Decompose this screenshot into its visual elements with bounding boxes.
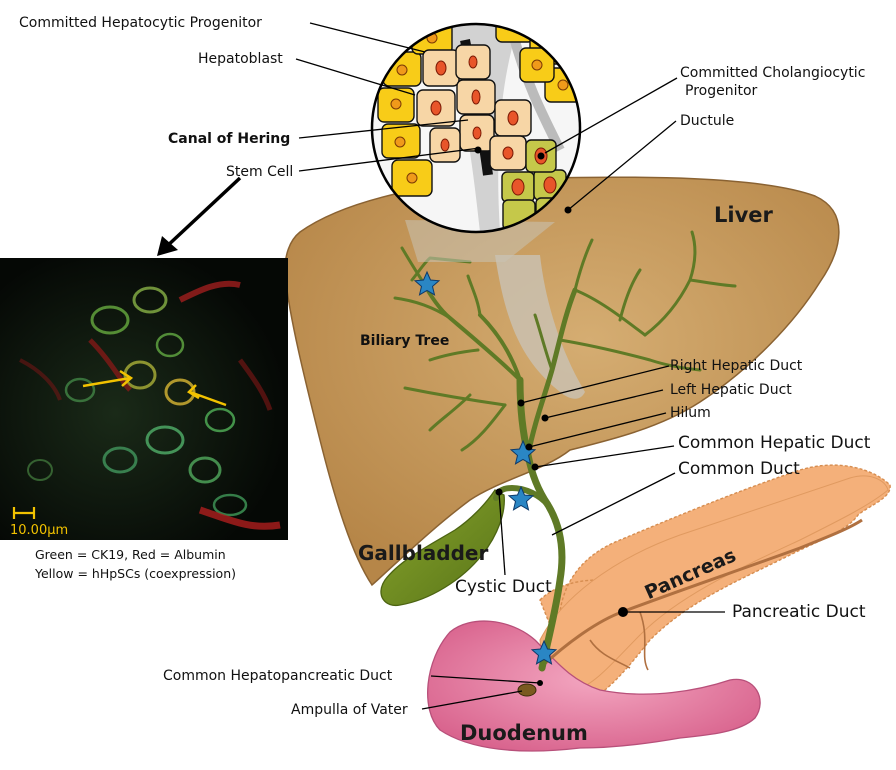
label-ductule: Ductule bbox=[680, 113, 734, 129]
micrograph-caption-line2: Yellow = hHpSCs (coexpression) bbox=[34, 566, 236, 581]
micrograph: 10.00µm bbox=[0, 258, 288, 540]
label-committed-hepatocytic-progenitor: Committed Hepatocytic Progenitor bbox=[19, 15, 262, 31]
micrograph-caption-line1: Green = CK19, Red = Albumin bbox=[35, 547, 226, 562]
label-left-hepatic-duct: Left Hepatic Duct bbox=[670, 382, 792, 398]
label-gallbladder: Gallbladder bbox=[358, 541, 488, 565]
star-marker-2 bbox=[509, 439, 537, 465]
label-common-hepatopancreatic-duct: Common Hepatopancreatic Duct bbox=[163, 668, 393, 684]
magnifier-ring bbox=[370, 22, 582, 234]
duodenum-shape bbox=[427, 620, 761, 752]
ampulla-marker bbox=[517, 683, 537, 697]
label-common-hepatic-duct: Common Hepatic Duct bbox=[678, 433, 871, 453]
label-hilum: Hilum bbox=[670, 405, 711, 421]
label-right-hepatic-duct: Right Hepatic Duct bbox=[670, 358, 803, 374]
leader-lines bbox=[295, 22, 725, 710]
pointer-arrow bbox=[163, 176, 242, 250]
label-hepatoblast: Hepatoblast bbox=[198, 51, 283, 67]
label-common-duct: Common Duct bbox=[678, 459, 800, 479]
label-ampulla-of-vater: Ampulla of Vater bbox=[291, 702, 408, 718]
micrograph-arrow-right bbox=[186, 384, 227, 407]
magnifier-circle bbox=[372, 24, 580, 232]
label-cystic-duct: Cystic Duct bbox=[455, 577, 552, 597]
label-canal-of-hering: Canal of Hering bbox=[168, 131, 290, 147]
pointer-arrow-head bbox=[157, 236, 178, 256]
biliary-tree bbox=[393, 230, 737, 672]
pancreas-body bbox=[539, 475, 889, 691]
label-pancreatic-duct: Pancreatic Duct bbox=[732, 602, 866, 622]
star-marker-1 bbox=[413, 270, 441, 296]
gallbladder-shape bbox=[380, 489, 505, 607]
label-committed-cholangiocytic-1: Committed Cholangiocytic bbox=[680, 65, 865, 81]
label-committed-cholangiocytic-2: Progenitor bbox=[685, 83, 758, 99]
label-biliary-tree: Biliary Tree bbox=[360, 333, 449, 349]
label-duodenum: Duodenum bbox=[460, 721, 588, 745]
pancreatic-duct-branch bbox=[589, 611, 649, 671]
scale-bar bbox=[12, 507, 36, 519]
star-marker-3 bbox=[507, 485, 535, 511]
micrograph-arrow-left bbox=[82, 369, 134, 388]
pancreatic-duct bbox=[538, 518, 863, 670]
scale-bar-label: 10.00µm bbox=[10, 523, 68, 538]
magnifier-cone bbox=[405, 220, 555, 262]
label-stem-cell: Stem Cell bbox=[226, 164, 293, 180]
label-liver: Liver bbox=[714, 203, 774, 227]
star-marker-4 bbox=[530, 639, 558, 665]
leader-dots bbox=[474, 146, 628, 686]
